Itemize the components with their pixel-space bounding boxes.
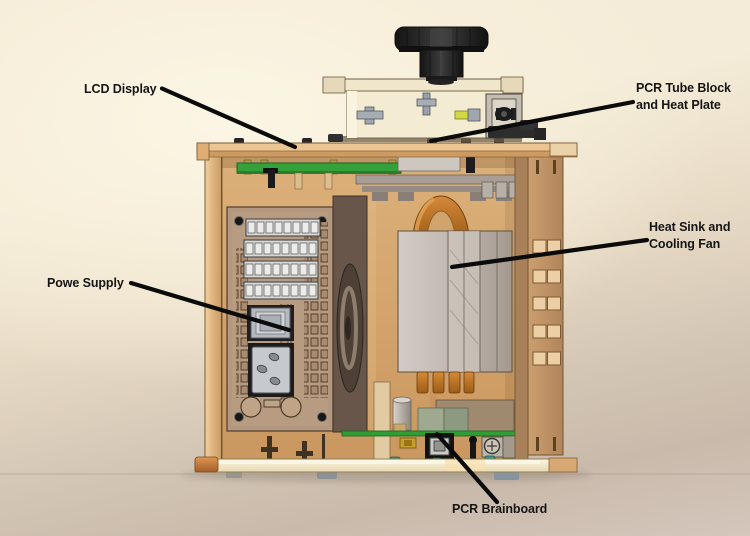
callout-pcr-brainboard: PCR Brainboard [452,501,547,518]
callout-pcr-brainboard-label: PCR Brainboard [452,502,548,516]
right-side-panel [527,155,564,456]
pcr-brainboard-assembly [341,381,521,466]
callout-power-supply: Powe Supply [47,275,124,292]
callout-pcr-tube-block: PCR Tube Block and Heat Plate [636,80,731,114]
callout-pcr-tube-block-line1: PCR Tube Block [636,81,731,95]
lcd-display-board [236,159,402,190]
right-inner-edge [514,155,529,463]
callout-power-supply-label: Powe Supply [47,276,124,290]
adjustment-knob [394,26,489,85]
power-inlet-socket [248,343,294,397]
power-switch [247,305,294,341]
pcr-tube-block [322,76,546,142]
lcd-display-arrow [159,86,298,150]
heat-pipe [412,195,470,242]
callout-heat-sink-line2: Cooling Fan [649,237,721,251]
t-slot-cutouts [261,434,325,463]
cooling-fan [332,195,368,433]
callout-heat-sink: Heat Sink and Cooling Fan [649,219,730,253]
heat-sink [397,230,513,394]
callout-pcr-tube-block-line2: and Heat Plate [636,98,721,112]
base-plate [194,456,578,480]
callout-lcd-display-label: LCD Display [84,82,157,96]
power-supply-panel [226,206,334,432]
heat-sink-arrow [449,237,650,270]
pcr-brainboard-arrow [434,431,500,505]
callout-heat-sink-line1: Heat Sink and [649,220,731,234]
callout-arrows [128,86,650,505]
power-supply-arrow [128,280,292,333]
pcr-tube-block-arrow [428,99,636,144]
callout-lcd-display: LCD Display [84,81,157,98]
